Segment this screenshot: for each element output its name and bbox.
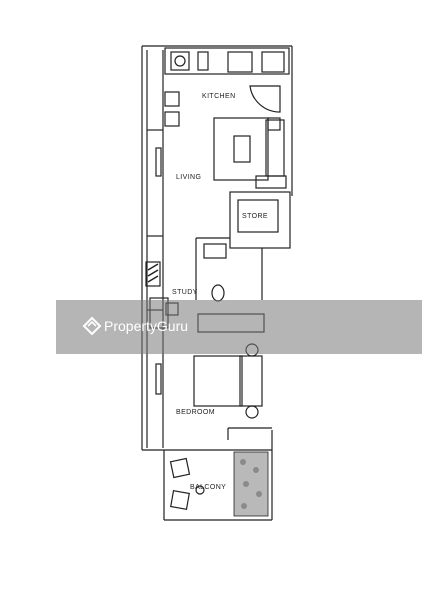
- kitchen-counter: [164, 47, 290, 75]
- living-label: LIVING: [176, 174, 202, 181]
- planter-texture: [240, 459, 262, 509]
- bedroom-label: BEDROOM: [176, 409, 215, 416]
- study-shelf: [147, 263, 159, 283]
- outer-walls: [141, 45, 293, 521]
- store-walls: [229, 191, 291, 249]
- bedroom-door: [227, 427, 272, 440]
- kitchen-door: [249, 85, 281, 113]
- watermark-band: [56, 300, 422, 354]
- kitchen-label: KITCHEN: [202, 93, 236, 100]
- watermark-text: PropertyGuru: [104, 318, 189, 334]
- bar-stools: [164, 91, 180, 127]
- balcony-furniture: [164, 449, 272, 510]
- bathroom-walls: [195, 237, 263, 302]
- bedroom-furniture: [155, 343, 263, 419]
- living-furniture: [155, 117, 287, 189]
- planter: [233, 451, 269, 517]
- store-label: STORE: [242, 213, 268, 220]
- balcony-label: BALCONY: [190, 484, 227, 491]
- house-logo-icon: [82, 316, 102, 336]
- study-label: STUDY: [172, 289, 198, 296]
